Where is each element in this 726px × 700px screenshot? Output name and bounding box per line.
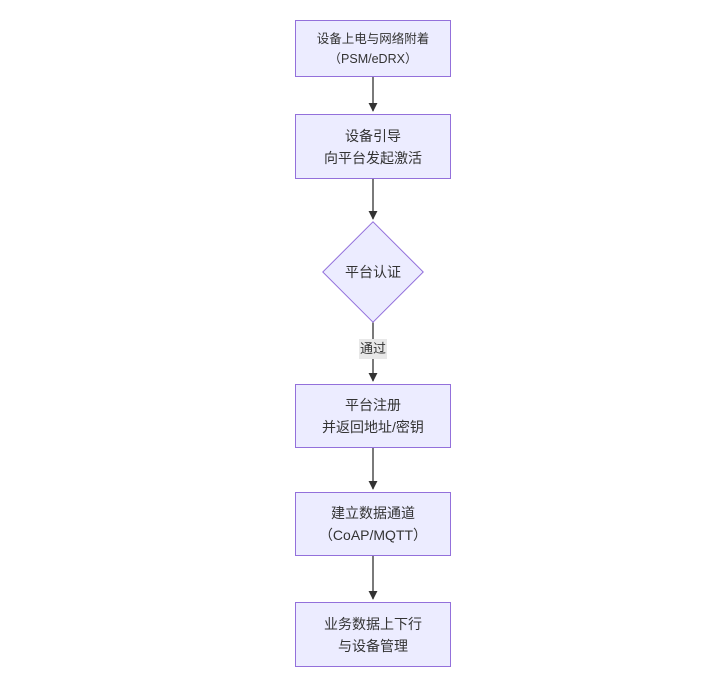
node-bootstrap-line2: 向平台发起激活: [324, 149, 422, 166]
node-register: 平台注册 并返回地址/密钥: [295, 384, 451, 448]
edge-label-pass-text: 通过: [358, 339, 387, 359]
node-data-channel-line2: （CoAP/MQTT）: [318, 527, 428, 543]
node-business-line2: 与设备管理: [338, 637, 408, 654]
node-data-channel-line1: 建立数据通道: [331, 505, 415, 521]
edge-label-pass: 通过: [333, 339, 413, 359]
node-platform-auth-label: 平台认证: [345, 264, 401, 280]
node-data-channel: 建立数据通道 （CoAP/MQTT）: [295, 492, 451, 556]
node-bootstrap: 设备引导 向平台发起激活: [295, 114, 451, 179]
node-business: 业务数据上下行 与设备管理: [295, 602, 451, 667]
node-register-line1: 平台注册: [345, 397, 401, 413]
node-power-attach-line2: （PSM/eDRX）: [328, 51, 418, 66]
node-power-attach-line1: 设备上电与网络附着: [316, 31, 430, 46]
node-bootstrap-line1: 设备引导: [345, 127, 401, 144]
node-power-attach: 设备上电与网络附着 （PSM/eDRX）: [295, 20, 451, 77]
node-register-line2: 并返回地址/密钥: [322, 419, 424, 435]
node-business-line1: 业务数据上下行: [324, 615, 422, 632]
